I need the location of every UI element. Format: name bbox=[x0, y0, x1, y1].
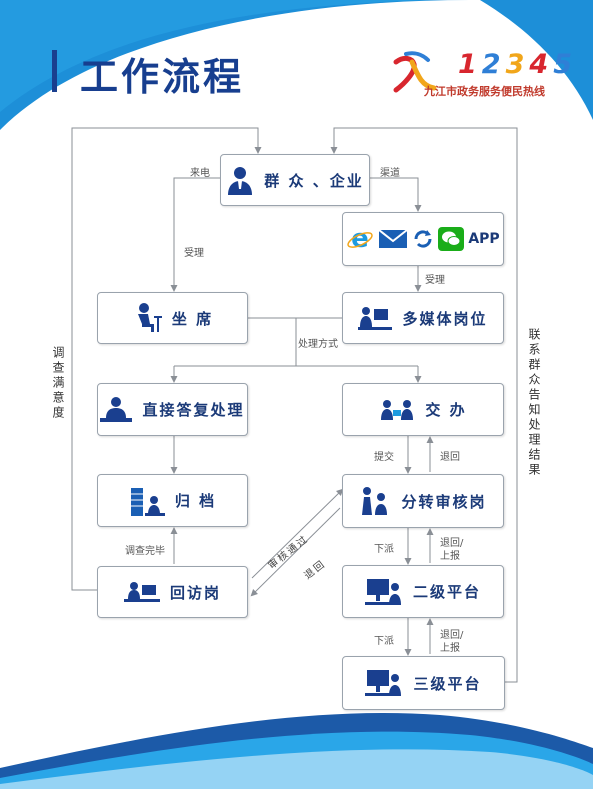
side-label-left: 调查满意度 bbox=[51, 346, 65, 421]
revisit-icon bbox=[123, 582, 160, 602]
node-archive: 归 档 bbox=[97, 474, 248, 527]
person-icon bbox=[228, 167, 253, 195]
node-seat-label: 坐 席 bbox=[171, 309, 214, 328]
logo-digit: 4 bbox=[529, 49, 554, 80]
mail-icon bbox=[378, 229, 408, 248]
title-accent-bar bbox=[52, 50, 57, 92]
logo-digit: 3 bbox=[505, 49, 530, 80]
logo-digit: 2 bbox=[481, 49, 506, 80]
computer-agent-icon bbox=[365, 670, 402, 696]
edge-label-channel: 渠道 bbox=[380, 168, 400, 179]
node-revisit-label: 回访岗 bbox=[169, 583, 221, 602]
node-level3: 三级平台 bbox=[342, 656, 505, 710]
ie-icon: e bbox=[347, 225, 374, 253]
edge-label-return-assign: 退回 bbox=[440, 452, 460, 463]
multimedia-agent-icon bbox=[358, 307, 393, 330]
node-archive-label: 归 档 bbox=[174, 492, 217, 510]
edge-label-survey-done: 调查完毕 bbox=[125, 546, 165, 557]
edge-label-return-up-level3-a: 退回/ bbox=[440, 630, 464, 641]
edge-label-return-up-level2-b: 上报 bbox=[440, 551, 460, 562]
node-level2: 二级平台 bbox=[342, 565, 504, 618]
node-public: 群 众 、企业 bbox=[220, 154, 370, 206]
node-assign: 交 办 bbox=[342, 383, 504, 436]
archive-icon bbox=[130, 487, 165, 516]
refresh-icon bbox=[414, 230, 432, 248]
review-icon bbox=[362, 487, 388, 515]
edge-label-method: 处理方式 bbox=[298, 339, 338, 350]
handover-icon bbox=[381, 399, 414, 420]
side-label-right: 联系群众告知处理结果 bbox=[527, 328, 541, 478]
node-direct: 直接答复处理 bbox=[97, 383, 248, 436]
node-multimedia: 多媒体岗位 bbox=[342, 292, 504, 344]
node-channels: e APP bbox=[342, 212, 504, 266]
hotline-number: 12345 bbox=[458, 49, 577, 80]
hotline-subtitle: 九江市政务服务便民热线 bbox=[424, 85, 545, 98]
edge-label-submit: 提交 bbox=[374, 452, 394, 463]
wechat-icon bbox=[438, 227, 465, 251]
node-level3-label: 三级平台 bbox=[413, 674, 482, 693]
seated-agent-icon bbox=[137, 303, 162, 332]
edge-label-dispatch-level3: 下派 bbox=[374, 636, 394, 647]
edge-label-accept-multimedia: 受理 bbox=[425, 275, 445, 286]
logo-digit: 5 bbox=[553, 49, 577, 80]
node-multimedia-label: 多媒体岗位 bbox=[402, 309, 488, 328]
svg-text:e: e bbox=[351, 225, 369, 253]
node-assign-label: 交 办 bbox=[425, 401, 467, 419]
node-public-label: 群 众 、企业 bbox=[264, 171, 364, 190]
node-review-label: 分转审核岗 bbox=[401, 492, 487, 511]
node-direct-label: 直接答复处理 bbox=[142, 401, 245, 419]
app-label: APP bbox=[468, 231, 500, 247]
computer-agent-icon bbox=[364, 578, 401, 605]
node-seat: 坐 席 bbox=[97, 292, 248, 344]
page-title: 工作流程 bbox=[80, 55, 245, 99]
desk-agent-icon bbox=[100, 396, 133, 422]
logo-digit: 1 bbox=[458, 49, 482, 80]
edge-label-accept-seat: 受理 bbox=[184, 248, 204, 259]
node-level2-label: 二级平台 bbox=[412, 583, 481, 601]
node-review: 分转审核岗 bbox=[342, 474, 504, 528]
edge-label-call: 来电 bbox=[190, 168, 210, 179]
edge-label-return-up-level3-b: 上报 bbox=[440, 643, 460, 654]
edge-label-return-up-level2-a: 退回/ bbox=[440, 538, 464, 549]
hotline-logo-mark bbox=[393, 51, 437, 93]
node-revisit: 回访岗 bbox=[97, 566, 248, 618]
edge-label-dispatch-level2: 下派 bbox=[374, 544, 394, 555]
